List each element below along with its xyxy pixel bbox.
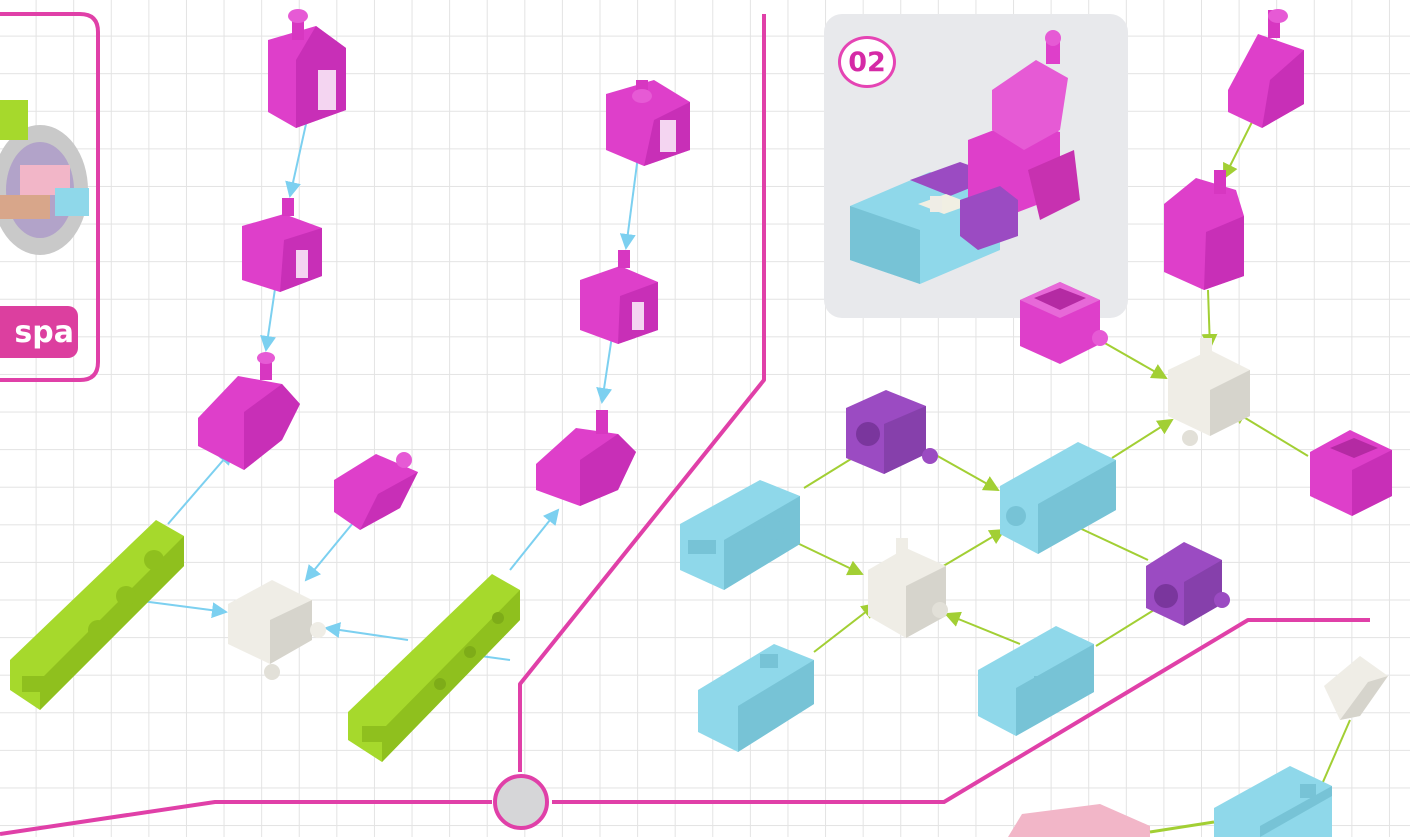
arrow-c5	[1112, 420, 1172, 458]
white-connector-a	[228, 580, 326, 680]
magenta-hub-top-b	[606, 80, 690, 166]
magenta-cube-small-a	[334, 452, 418, 530]
magenta-cube-b	[580, 250, 658, 344]
path-line-left	[0, 802, 492, 834]
arrow-c11	[814, 604, 876, 652]
model-label: spa	[0, 306, 78, 358]
arrow-b3	[510, 510, 558, 570]
arrow-c12	[946, 614, 1020, 644]
magenta-cube-d	[1310, 430, 1392, 516]
magenta-hub-top-a	[268, 9, 346, 128]
magenta-hub-angled-a	[198, 352, 300, 470]
magenta-hub-top-c	[1228, 9, 1304, 128]
arrow-c3	[1096, 338, 1166, 378]
arrow-a3	[168, 450, 232, 524]
arrow-b2	[602, 336, 612, 402]
arrow-a6	[326, 628, 408, 640]
magenta-hub-c	[1164, 170, 1244, 290]
path-line-right	[552, 620, 1370, 802]
lime-beam-a	[10, 520, 184, 710]
cyan-block-c	[698, 644, 814, 752]
cyan-block-d	[978, 626, 1094, 736]
purple-cube-a	[846, 390, 938, 474]
white-connector-b	[1168, 338, 1250, 446]
magenta-cube-a	[242, 198, 322, 292]
white-clip	[1324, 656, 1388, 720]
arrow-c9	[940, 530, 1004, 568]
model-thumbnail	[0, 100, 89, 255]
lime-beam-b	[348, 574, 520, 762]
purple-cube-b	[1146, 542, 1230, 626]
arrow-a1	[290, 124, 306, 196]
step-number-badge: 02	[838, 36, 896, 88]
arrow-a2	[266, 282, 276, 350]
arrow-c7	[934, 454, 998, 490]
magenta-hub-angled-b	[536, 410, 636, 506]
cyan-block-a	[680, 480, 800, 590]
path-node	[495, 776, 547, 828]
cyan-block-e	[1214, 766, 1332, 837]
pink-block	[1008, 804, 1214, 837]
arrow-b1	[626, 156, 638, 248]
white-connector-c	[868, 538, 948, 638]
